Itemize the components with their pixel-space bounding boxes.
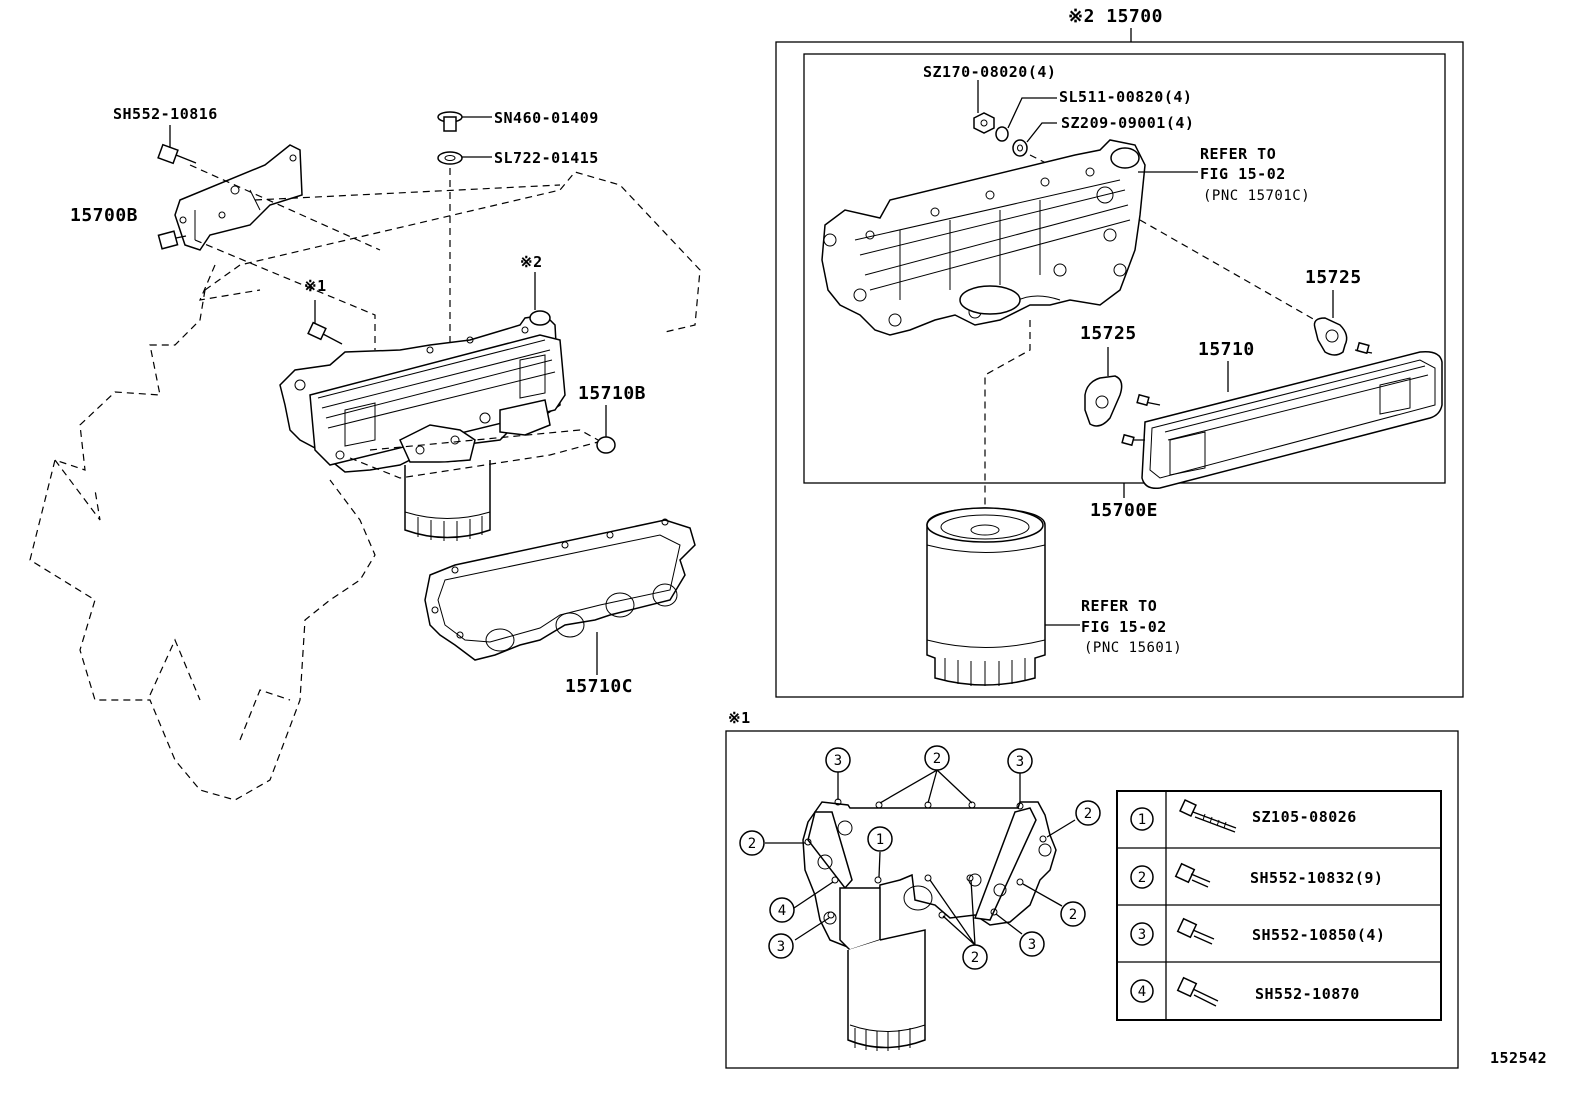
filter-dash [984, 320, 1031, 525]
callout-number: 2 [933, 751, 941, 767]
label-15700b: 15700B [70, 205, 138, 226]
label-sl722-01415: SL722-01415 [494, 149, 599, 167]
callout-number: 4 [778, 903, 786, 919]
bracket-dashes [189, 164, 561, 350]
bolt-icon [1176, 976, 1219, 1007]
bolt-table-num: 4 [1138, 984, 1146, 1000]
bolt-table-row: 3 SH552-10850(4) [1130, 917, 1385, 946]
plug-sn460-01409 [437, 111, 463, 132]
label-sh552-10816: SH552-10816 [113, 105, 218, 123]
label-refer-a-3: (PNC 15701C) [1203, 188, 1310, 204]
label-15710: 15710 [1198, 339, 1255, 360]
label-15710c: 15710C [565, 676, 633, 697]
label-15700e: 15700E [1090, 500, 1158, 521]
callout-number: 3 [834, 753, 842, 769]
bolt-table: 1 SZ105-08026 2 SH552-10832(9) 3 [1116, 790, 1442, 1021]
bolt-table-num: 2 [1138, 870, 1146, 886]
label-refer-a-2: FIG 15-02 [1200, 165, 1286, 183]
box-note1 [725, 730, 1459, 1069]
label-15700: ※2 15700 [1068, 6, 1163, 27]
bolt-table-num: 1 [1138, 812, 1146, 828]
bolt-icon [1179, 799, 1237, 833]
bolt-table-part: SH552-10832(9) [1250, 869, 1383, 887]
callout-circle: 3 [1007, 748, 1033, 774]
callout-number: 2 [971, 950, 979, 966]
bolt-layout-housing [802, 801, 1057, 1051]
label-refer-a-1: REFER TO [1200, 145, 1276, 163]
washer-sl511 [995, 126, 1009, 142]
leader-sl511 [1007, 97, 1057, 129]
label-sz209: SZ209-09001(4) [1061, 114, 1194, 132]
callout-number: 3 [1016, 754, 1024, 770]
gasket-15710c [424, 518, 696, 661]
label-note2-left: ※2 [520, 253, 543, 271]
callout-number: 3 [777, 939, 785, 955]
bolt-hole-markers [804, 798, 1047, 919]
bolt-table-part: SH552-10850(4) [1252, 926, 1385, 944]
label-sn460-01409: SN460-01409 [494, 109, 599, 127]
callout-leaders [765, 769, 1076, 946]
label-refer-b-2: FIG 15-02 [1081, 618, 1167, 636]
callout-circle: 2 [739, 830, 765, 856]
bolt-table-num: 3 [1138, 927, 1146, 943]
washer-sl722-01415 [437, 151, 463, 165]
oil-filter-left [404, 460, 491, 541]
callout-circles: 3 2 3 2 2 1 2 4 3 2 3 [739, 745, 1101, 970]
callout-circle: 3 [1019, 931, 1045, 957]
callout-number: 3 [1028, 937, 1036, 953]
cover-dash-right [1139, 219, 1316, 321]
figure-number: 152542 [1490, 1049, 1547, 1067]
callout-number: 1 [876, 832, 884, 848]
bolt-table-row: 2 SH552-10832(9) [1130, 862, 1383, 889]
label-refer-b-3: (PNC 15601) [1084, 640, 1182, 656]
oil-cooler-cover [821, 139, 1146, 336]
callout-circle: 2 [962, 944, 988, 970]
callout-circle: 3 [825, 747, 851, 773]
bolt-table-row: 1 SZ105-08026 [1130, 799, 1357, 833]
label-15725-right: 15725 [1305, 267, 1362, 288]
box-15700 [775, 41, 1464, 698]
callout-circle: 2 [924, 745, 950, 771]
bolt-table-part: SZ105-08026 [1252, 808, 1357, 826]
bolt-icon [1174, 862, 1211, 888]
label-note1-box: ※1 [728, 709, 751, 727]
callout-circle: 2 [1075, 800, 1101, 826]
callout-circle: 2 [1060, 901, 1086, 927]
bolt-table-row: 4 SH552-10870 [1130, 976, 1360, 1007]
callout-number: 2 [1084, 806, 1092, 822]
callout-circle: 4 [769, 897, 795, 923]
o-ring-15710b [596, 436, 616, 454]
label-15725-left: 15725 [1080, 323, 1137, 344]
gasket-15725-left [1084, 375, 1123, 427]
label-sl511: SL511-00820(4) [1059, 88, 1192, 106]
callout-number: 2 [1069, 907, 1077, 923]
washer-sz209 [1012, 139, 1028, 157]
engine-block-outline [29, 171, 701, 801]
nut-sz170 [973, 112, 995, 134]
o-ring-dashes [349, 429, 599, 479]
oil-filter-right [926, 507, 1046, 686]
oil-cooler-assembly-left [279, 310, 566, 473]
bracket-15700b [174, 144, 303, 251]
bolt-table-part: SH552-10870 [1255, 985, 1360, 1003]
gasket-15725-right [1313, 317, 1348, 356]
label-refer-b-1: REFER TO [1081, 597, 1157, 615]
label-note1-left: ※1 [304, 277, 327, 295]
callout-circle: 3 [768, 933, 794, 959]
label-15710b: 15710B [578, 383, 646, 404]
leader-sz209 [1026, 122, 1057, 143]
bolt-sh552-10816 [157, 143, 197, 250]
bolt-note1-left [307, 321, 343, 345]
cooler-element-15710 [1121, 341, 1443, 490]
bolt-icon [1176, 917, 1215, 945]
callout-circle: 1 [867, 826, 893, 852]
callout-number: 2 [748, 836, 756, 852]
label-sz170: SZ170-08020(4) [923, 63, 1056, 81]
